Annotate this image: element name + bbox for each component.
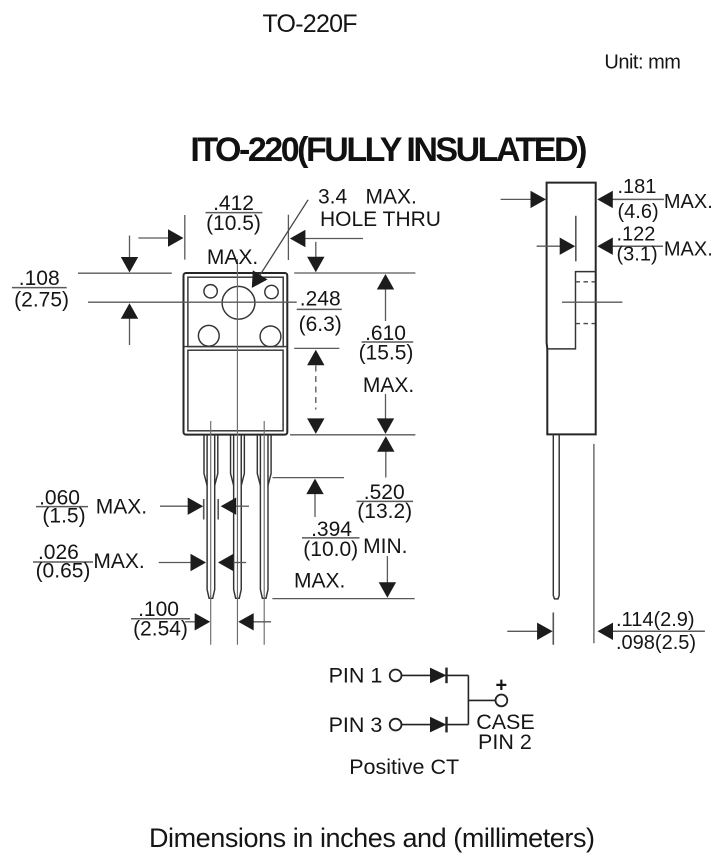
svg-text:.412: .412 [213, 192, 254, 215]
svg-text:.122: .122 [617, 223, 656, 245]
svg-text:(0.65): (0.65) [36, 560, 91, 583]
svg-text:.100: .100 [138, 598, 179, 621]
svg-text:(1.5): (1.5) [42, 505, 85, 528]
svg-text:MAX.: MAX. [664, 191, 713, 213]
svg-text:.394: .394 [311, 518, 352, 541]
svg-text:(10.5): (10.5) [206, 212, 261, 235]
svg-text:MIN.: MIN. [363, 535, 407, 558]
svg-text:.098(2.5): .098(2.5) [616, 632, 696, 654]
svg-text:MAX.: MAX. [366, 186, 417, 209]
svg-text:MAX.: MAX. [96, 496, 147, 519]
svg-text:.114(2.9): .114(2.9) [616, 609, 695, 631]
svg-text:Unit: mm: Unit: mm [604, 52, 681, 74]
svg-text:+: + [496, 675, 508, 697]
svg-text:TO-220F: TO-220F [263, 10, 358, 38]
svg-text:.610: .610 [365, 322, 406, 345]
svg-text:MAX.: MAX. [207, 246, 258, 269]
svg-text:(2.54): (2.54) [133, 618, 188, 641]
svg-text:MAX.: MAX. [664, 238, 713, 260]
svg-text:CASE: CASE [476, 710, 535, 734]
svg-text:ITO-220(FULLY INSULATED): ITO-220(FULLY INSULATED) [190, 131, 587, 169]
svg-text:PIN 1: PIN 1 [329, 664, 383, 688]
svg-text:PIN 3: PIN 3 [329, 713, 383, 737]
svg-text:MAX.: MAX. [294, 569, 345, 592]
svg-text:HOLE THRU: HOLE THRU [320, 208, 441, 231]
svg-text:PIN 2: PIN 2 [478, 730, 532, 754]
svg-text:.520: .520 [364, 481, 405, 504]
svg-text:(13.2): (13.2) [357, 500, 412, 523]
svg-text:(15.5): (15.5) [359, 342, 414, 365]
svg-text:MAX.: MAX. [93, 550, 144, 573]
svg-text:(4.6): (4.6) [618, 201, 659, 223]
svg-text:3.4: 3.4 [318, 186, 348, 209]
svg-text:(2.75): (2.75) [14, 289, 69, 312]
svg-text:MAX.: MAX. [363, 374, 414, 397]
svg-text:.181: .181 [618, 176, 657, 198]
svg-text:(6.3): (6.3) [299, 313, 342, 336]
svg-text:.060: .060 [39, 486, 80, 509]
svg-text:.108: .108 [19, 267, 60, 290]
svg-text:Dimensions in inches and (mill: Dimensions in inches and (millimeters) [149, 823, 595, 853]
svg-text:Positive CT: Positive CT [349, 755, 459, 779]
svg-text:.026: .026 [38, 541, 79, 564]
svg-text:(10.0): (10.0) [303, 538, 358, 561]
svg-text:(3.1): (3.1) [617, 244, 658, 266]
svg-text:.248: .248 [300, 288, 341, 311]
